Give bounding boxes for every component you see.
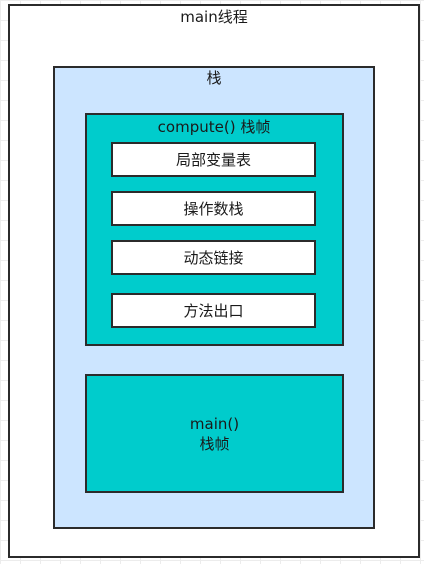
dynamic-linking-box: 动态链接 [111,240,316,275]
main-frame-method-label: main() [189,414,240,433]
method-exit-box: 方法出口 [111,293,316,328]
main-frame-frame-label: 栈帧 [199,434,230,453]
operand-stack-box: 操作数栈 [111,191,316,226]
local-variable-table-box: 局部变量表 [111,142,316,177]
stack-label: 栈 [206,69,222,87]
main-frame-box: main() 栈帧 [85,374,344,493]
compute-frame-label: compute() 栈帧 [157,118,271,136]
main-thread-label: main线程 [180,8,248,26]
